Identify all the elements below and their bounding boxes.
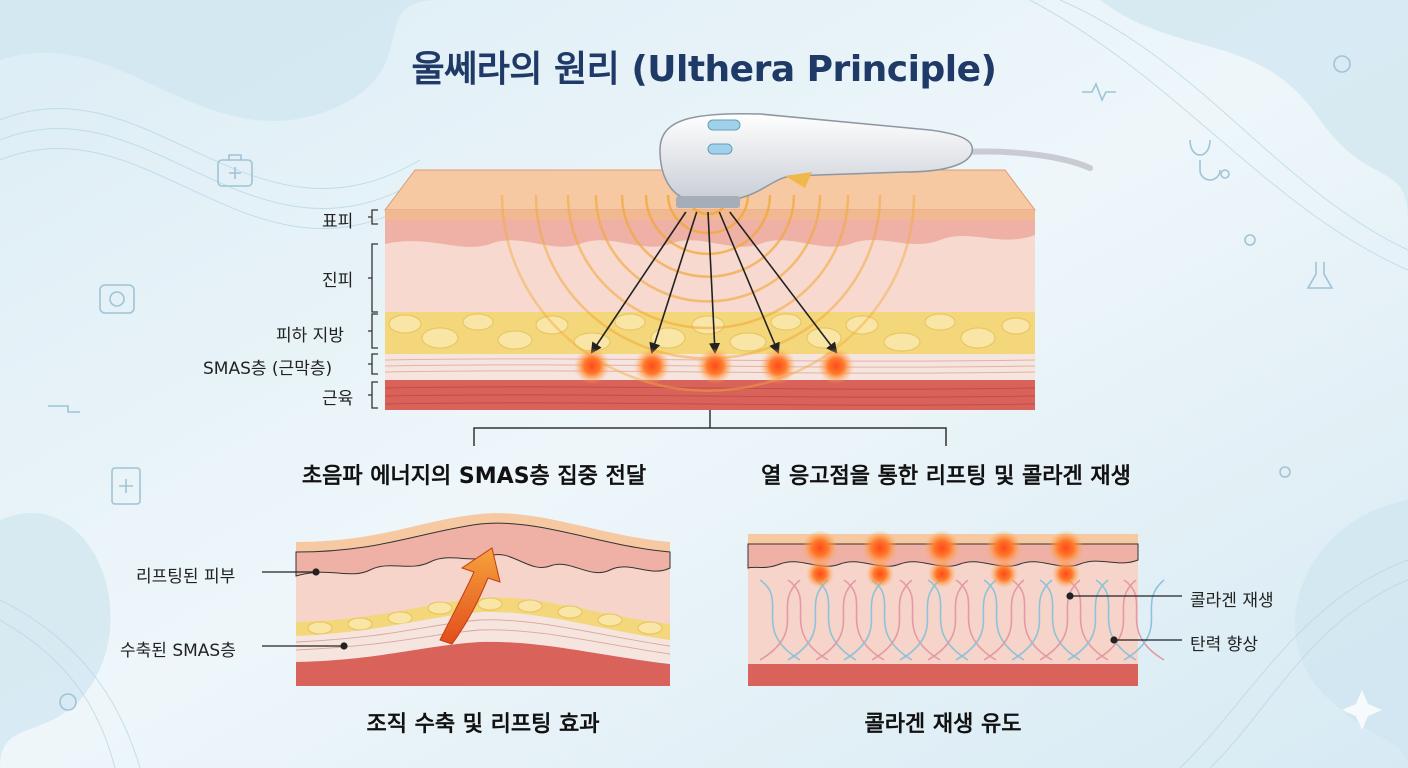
caption-collagen-induction: 콜라겐 재생 유도 (864, 712, 1022, 737)
lift-arrow (439, 547, 501, 645)
ultherapy-handpiece (659, 112, 1093, 208)
lift-smas (296, 611, 670, 662)
collagen-fiber (1095, 579, 1137, 661)
energy-arrow (707, 211, 721, 355)
collagen-fiber (871, 579, 913, 661)
split-connector (473, 410, 947, 446)
bracket-muscle (368, 381, 378, 409)
energy-arrow (729, 211, 838, 354)
collagen-fiber (787, 579, 829, 661)
collagen-fiber (955, 579, 997, 661)
main-cross-section (384, 112, 1093, 410)
caption-energy-delivery: 초음파 에너지의 SMAS층 집중 전달 (301, 464, 647, 489)
focal-point (818, 348, 854, 384)
heat-point (986, 530, 1022, 566)
lift-label-leaders (262, 568, 348, 650)
bracket-epidermis (368, 209, 378, 225)
label-collagen-regen: 콜라겐 재생 (1190, 591, 1274, 611)
wave-arc (500, 194, 916, 392)
layer-brackets (368, 209, 378, 409)
label-smas: SMAS층 (근막층) (203, 359, 333, 379)
collagen-heat-points (802, 530, 1084, 588)
focal-point (697, 348, 733, 384)
label-muscle: 근육 (322, 389, 354, 409)
muscle-fibers (384, 386, 1036, 406)
label-lifted-skin: 리프팅된 피부 (136, 567, 236, 587)
wave-arc (620, 194, 796, 278)
energy-arrow (590, 211, 687, 354)
collagen-fiber (1123, 579, 1165, 661)
focal-point (760, 348, 796, 384)
collagen-fibers (759, 579, 1165, 661)
heat-point (924, 530, 960, 566)
collagen-fiber (1067, 579, 1109, 661)
bracket-smas (368, 353, 378, 375)
heat-point (806, 560, 834, 588)
collagen-fiber (1039, 579, 1081, 661)
heat-point (990, 560, 1018, 588)
label-elasticity: 탄력 향상 (1190, 635, 1258, 655)
label-dermis: 진피 (322, 271, 354, 291)
wave-arc (566, 194, 850, 330)
col-muscle (748, 664, 1138, 686)
collagen-panel (747, 530, 1182, 686)
collagen-fiber (983, 579, 1025, 661)
collagen-fiber (843, 579, 885, 661)
collagen-fiber (1039, 579, 1081, 661)
heat-point (1048, 530, 1084, 566)
bracket-fat (368, 313, 378, 349)
collagen-fiber (759, 579, 801, 661)
focal-point (634, 348, 670, 384)
collagen-fiber (1067, 579, 1109, 661)
thermal-coagulation-points (574, 348, 854, 384)
collagen-fiber (1095, 579, 1137, 661)
wave-arc (666, 194, 750, 235)
collagen-label-leaders (1066, 592, 1182, 644)
label-contracted-smas: 수축된 SMAS층 (120, 641, 236, 661)
bracket-dermis (368, 243, 378, 313)
heat-point (802, 530, 838, 566)
focal-point (574, 348, 610, 384)
lift-dermis-wavy (295, 522, 671, 577)
energy-arrow (718, 211, 780, 355)
collagen-fiber (899, 579, 941, 661)
lift-fat-globules (307, 597, 663, 635)
lifting-panel (262, 513, 671, 686)
collagen-fiber (983, 579, 1025, 661)
heat-point (1052, 560, 1080, 588)
wave-arc (594, 194, 822, 303)
collagen-fiber (955, 579, 997, 661)
heat-point (862, 530, 898, 566)
caption-thermal-coagulation: 열 응고점을 통한 리프팅 및 콜라겐 재생 (761, 464, 1131, 489)
collagen-fiber (899, 579, 941, 661)
fat-globules (388, 313, 1031, 352)
heat-point (866, 560, 894, 588)
collagen-fiber (759, 579, 801, 661)
collagen-fiber (1011, 579, 1053, 661)
lift-muscle (296, 641, 670, 686)
collagen-fiber (927, 579, 969, 661)
energy-arrow (649, 211, 698, 355)
collagen-fiber (787, 579, 829, 661)
collagen-fiber (927, 579, 969, 661)
page-title: 울쎄라의 원리 (Ulthera Principle) (411, 49, 997, 90)
collagen-fiber (1123, 579, 1165, 661)
label-epidermis: 표피 (322, 212, 354, 232)
energy-arrows (590, 211, 838, 355)
collagen-fiber (843, 579, 885, 661)
caption-lifting-effect: 조직 수축 및 리프팅 효과 (366, 712, 600, 737)
label-fat: 피하 지방 (276, 326, 344, 346)
heat-point (928, 560, 956, 588)
collagen-fiber (815, 579, 857, 661)
wave-arc (644, 194, 772, 256)
collagen-fiber (1011, 579, 1053, 661)
